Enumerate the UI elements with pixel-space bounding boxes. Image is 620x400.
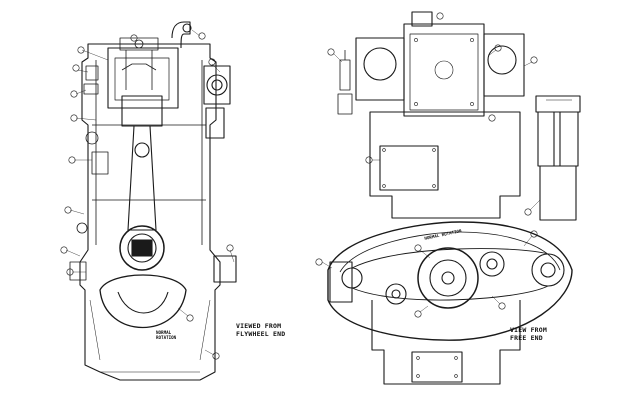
left-frame-inner bbox=[92, 60, 206, 245]
right-view-caption-line2: FREE END bbox=[510, 334, 543, 342]
left-leader-lines bbox=[65, 29, 235, 356]
right-view-caption: VIEW FROM FREE END bbox=[510, 326, 547, 342]
left-crank-web bbox=[99, 274, 187, 329]
right-mid-frame bbox=[369, 111, 521, 219]
right-idler-gear bbox=[479, 251, 505, 277]
right-sump-cover bbox=[411, 351, 463, 383]
right-drive-belt bbox=[351, 248, 549, 301]
left-view-caption-line1: VIEWED FROM bbox=[236, 322, 282, 330]
left-crank-journal bbox=[119, 225, 165, 271]
left-valve-gear bbox=[119, 37, 159, 90]
left-rotation-label: NORMAL ROTATION bbox=[156, 330, 176, 340]
left-side-pump bbox=[203, 65, 231, 139]
right-main-gear bbox=[417, 247, 479, 309]
left-piston bbox=[121, 95, 163, 127]
left-view-caption: VIEWED FROM FLYWHEEL END bbox=[236, 322, 285, 338]
left-connecting-rod bbox=[127, 125, 157, 231]
right-leader-lines bbox=[321, 49, 541, 313]
right-inspection-cover bbox=[379, 145, 439, 191]
free-end-view bbox=[315, 11, 581, 385]
left-rotation-label-line1: NORMAL bbox=[156, 330, 172, 335]
left-view-caption-line2: FLYWHEEL END bbox=[236, 330, 286, 338]
right-gear-housing bbox=[327, 221, 573, 341]
right-block-bolts bbox=[414, 38, 474, 106]
flywheel-end-view bbox=[60, 21, 237, 381]
right-fuel-pump bbox=[329, 261, 353, 303]
right-cylinder-block bbox=[403, 23, 485, 117]
left-sump-hatching bbox=[89, 299, 211, 373]
right-small-gear-left bbox=[385, 283, 407, 305]
right-filter-unit bbox=[535, 95, 581, 221]
left-cylinder-head bbox=[107, 47, 179, 109]
right-view-caption-line1: VIEW FROM bbox=[510, 326, 548, 334]
left-oil-filter bbox=[213, 255, 237, 283]
left-crankcase-outline bbox=[79, 43, 221, 381]
right-top-pipe bbox=[411, 11, 433, 27]
left-exhaust-pipe bbox=[171, 21, 191, 49]
right-top-blowers bbox=[355, 33, 525, 101]
right-drive-pulley bbox=[531, 253, 565, 287]
left-rotation-label-line2: ROTATION bbox=[156, 335, 177, 340]
left-callout-circles bbox=[60, 32, 234, 360]
right-sump bbox=[371, 300, 521, 385]
left-side-fittings bbox=[69, 65, 109, 281]
right-callout-circles bbox=[315, 12, 538, 318]
right-left-controls bbox=[337, 50, 353, 115]
